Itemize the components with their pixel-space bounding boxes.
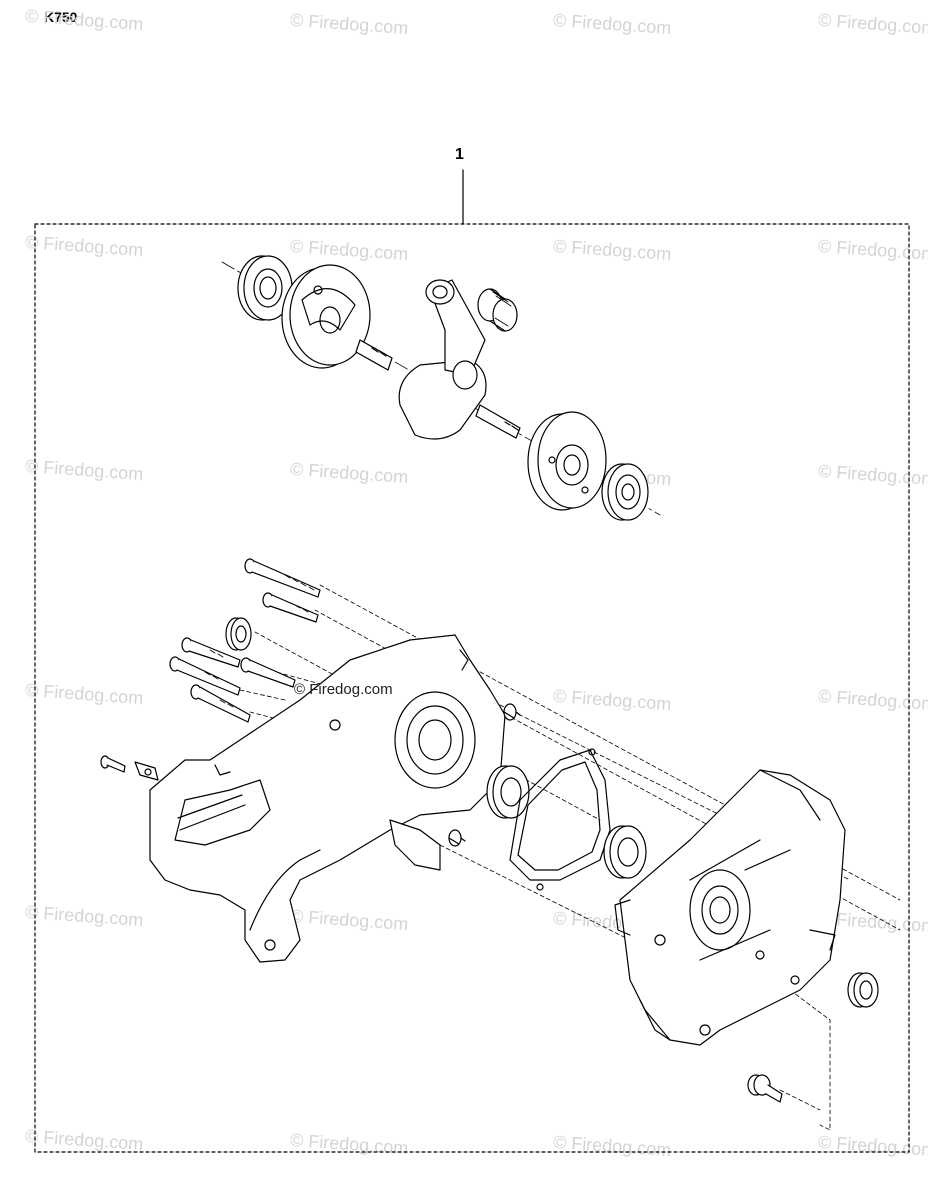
right-crank-flywheel [527, 411, 607, 511]
bolt [262, 592, 319, 623]
bottom-screw [747, 1074, 783, 1103]
right-case-bearing [603, 825, 647, 879]
retaining-clip [134, 761, 159, 781]
small-screw [100, 755, 126, 773]
model-label: K750 [44, 9, 78, 25]
needle-bearing [477, 288, 518, 332]
left-crank-flywheel [281, 264, 371, 369]
dowel-pin [503, 703, 521, 721]
center-bearing [486, 765, 530, 819]
left-crankcase-half [149, 634, 506, 963]
dowel-pin [448, 829, 466, 847]
right-crank-bearing [601, 463, 649, 521]
kit-boundary [34, 223, 910, 1153]
bolt [169, 656, 241, 696]
left-crank-bearing [237, 255, 293, 321]
left-oil-seal [225, 617, 252, 651]
bolt [181, 637, 241, 668]
crankcase-gasket [509, 748, 611, 891]
bolt [240, 657, 296, 688]
crankshaft-body [355, 279, 521, 440]
bolt [244, 558, 321, 598]
bolt [190, 684, 251, 723]
crankshaft-assembly [221, 255, 661, 521]
right-crankcase-half [614, 769, 846, 1046]
right-oil-seal [847, 972, 879, 1008]
crankcase-bolts [169, 558, 321, 723]
kit-callout-number: 1 [455, 146, 464, 163]
inline-watermark: © Firedog.com [294, 681, 393, 698]
